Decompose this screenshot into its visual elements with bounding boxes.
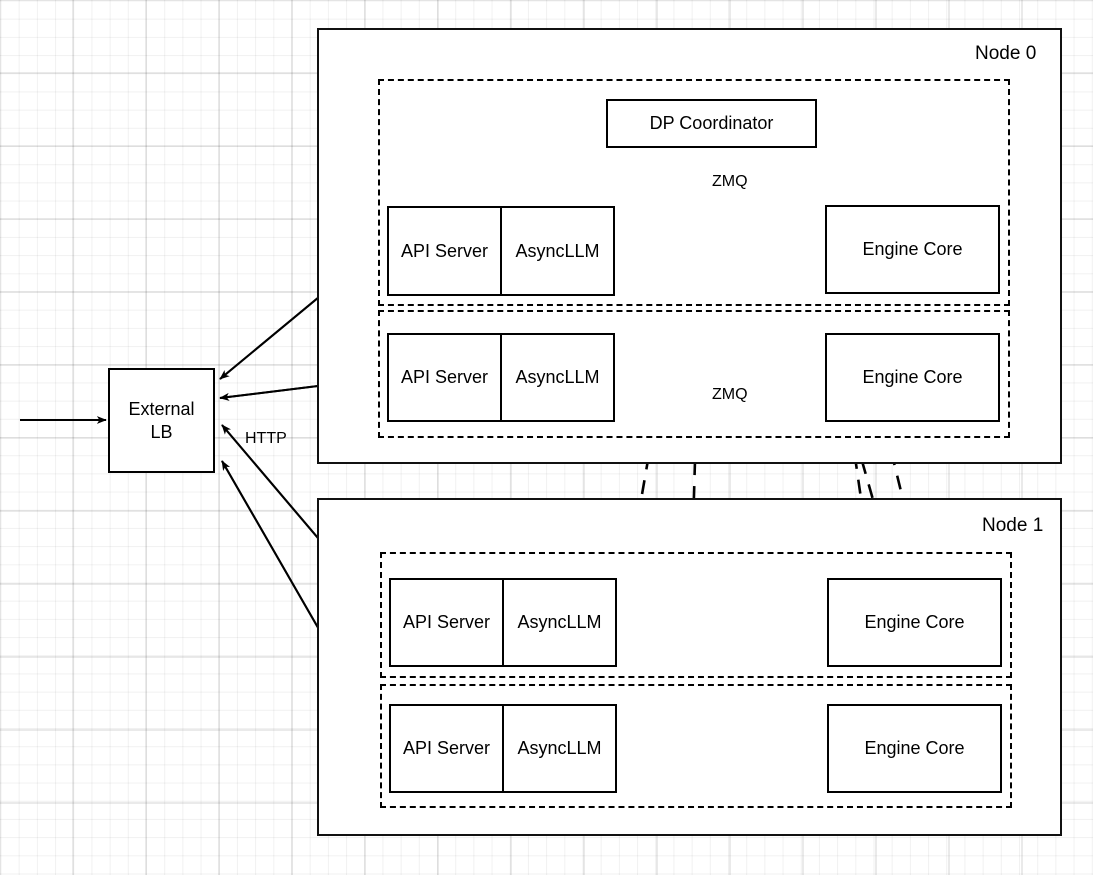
node-0-dp-group-0-frontend[interactable]: API Server AsyncLLM (387, 206, 615, 296)
dp-coordinator-label: DP Coordinator (649, 113, 774, 134)
async-llm-cell: AsyncLLM (504, 706, 615, 791)
node-1-dp-group-0-frontend[interactable]: API Server AsyncLLM (389, 578, 617, 667)
api-server-cell: API Server (389, 208, 502, 294)
node-0-dp-group-0-engine-core[interactable]: Engine Core (825, 205, 1000, 294)
api-server-label: API Server (400, 240, 489, 261)
api-server-cell: API Server (391, 706, 504, 791)
async-llm-cell: AsyncLLM (504, 580, 615, 665)
node-0-dp-group-1-frontend[interactable]: API Server AsyncLLM (387, 333, 615, 422)
async-llm-cell: AsyncLLM (502, 335, 613, 420)
async-llm-label: AsyncLLM (515, 367, 600, 387)
engine-core-label: Engine Core (864, 738, 965, 759)
api-server-label: API Server (402, 738, 491, 758)
api-server-cell: API Server (391, 580, 504, 665)
node-1-dp-group-1-frontend[interactable]: API Server AsyncLLM (389, 704, 617, 793)
node-0-dp-group-0 (378, 79, 1010, 306)
node-1-dp-group-1-engine-core[interactable]: Engine Core (827, 704, 1002, 793)
node-0-dp-group-1 (378, 310, 1010, 438)
node-1-dp-group-0 (380, 552, 1012, 678)
async-llm-label: AsyncLLM (517, 738, 602, 758)
zmq-label-node-0-dp-group-1: ZMQ (712, 386, 748, 403)
async-llm-cell: AsyncLLM (502, 208, 613, 294)
dp-coordinator-box[interactable]: DP Coordinator (606, 99, 817, 148)
external-lb-box[interactable]: External LB (108, 368, 215, 473)
node-0-dp-group-1-engine-core[interactable]: Engine Core (825, 333, 1000, 422)
async-llm-label: AsyncLLM (515, 240, 600, 261)
node-1-label: Node 1 (982, 515, 1044, 536)
external-lb-label-line-1: External (128, 399, 195, 419)
external-lb-label-line-2: LB (150, 421, 173, 442)
zmq-label-coordinator: ZMQ (712, 173, 748, 190)
node-1-dp-group-0-engine-core[interactable]: Engine Core (827, 578, 1002, 667)
engine-core-label: Engine Core (862, 367, 963, 388)
node-0-label: Node 0 (975, 43, 1037, 64)
node-1-dp-group-1 (380, 684, 1012, 808)
http-label: HTTP (245, 430, 287, 447)
async-llm-label: AsyncLLM (517, 612, 602, 632)
engine-core-label: Engine Core (862, 239, 963, 260)
engine-core-label: Engine Core (864, 612, 965, 633)
api-server-label: API Server (400, 367, 489, 387)
api-server-cell: API Server (389, 335, 502, 420)
api-server-label: API Server (402, 612, 491, 632)
